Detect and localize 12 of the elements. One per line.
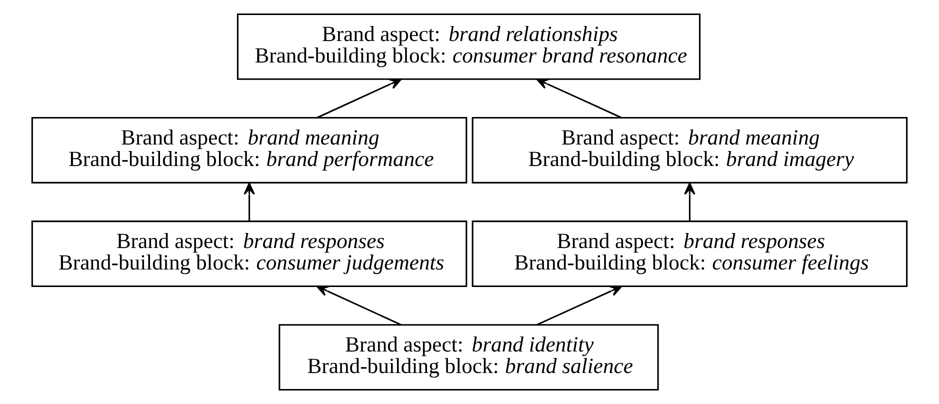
arrow (536, 78, 622, 118)
arrow (316, 78, 402, 118)
node-box: Brand aspect: brand responses Brand-building block: consumer feelings (472, 220, 908, 287)
node-box: Brand aspect: brand responses Brand-building block: consumer judgements (31, 220, 468, 287)
node-box: Brand aspect: brand relationships Brand-building block: consumer brand resonance (236, 13, 701, 80)
node-box: Brand aspect: brand meaning Brand-building block: brand imagery (472, 117, 908, 184)
arrow (244, 182, 255, 221)
arrow (536, 286, 622, 326)
arrow (684, 182, 696, 221)
node-box: Brand aspect: brand identity Brand-building block: brand salience (278, 324, 659, 391)
arrow (316, 286, 402, 326)
node-box: Brand aspect: brand meaning Brand-building block: brand performance (31, 117, 468, 184)
